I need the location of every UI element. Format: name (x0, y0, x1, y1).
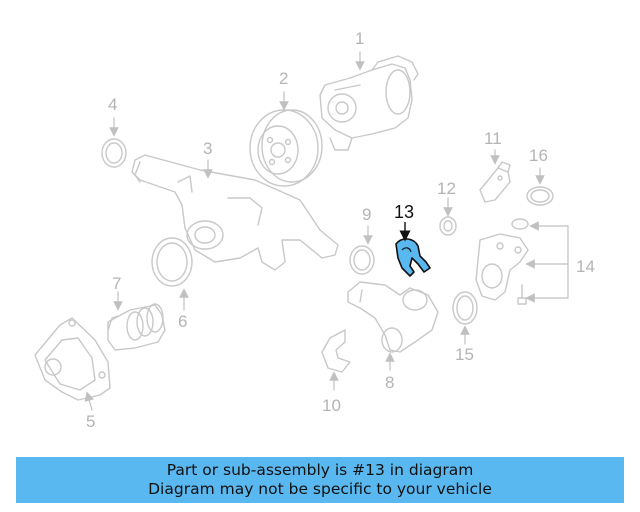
callout-3: 3 (203, 139, 213, 158)
callout-8: 8 (385, 373, 395, 392)
gasket-part-6 (151, 237, 193, 287)
washer-part-12 (439, 216, 457, 236)
clip-part-10 (321, 329, 351, 373)
outlet-part-14 (475, 218, 529, 305)
callout-4: 4 (108, 95, 118, 114)
clip-part-13-highlighted[interactable] (395, 222, 431, 277)
parts-diagram (34, 51, 569, 411)
callout-14: 14 (576, 257, 595, 276)
o-ring-part-4 (101, 138, 127, 168)
callout-7: 7 (112, 274, 122, 293)
connector-part-8 (347, 281, 439, 353)
callout-13[interactable]: 13 (394, 202, 415, 222)
o-ring-part-15 (452, 291, 478, 325)
part-info-banner: Part or sub-assembly is #13 in diagram D… (16, 457, 624, 503)
callout-9: 9 (362, 205, 372, 224)
thermostat-part-7 (107, 303, 166, 351)
callout-10: 10 (322, 396, 341, 415)
sensor-part-11 (479, 161, 511, 203)
banner-line-part: Part or sub-assembly is #13 in diagram (166, 461, 474, 479)
banner-line-disclaimer: Diagram may not be specific to your vehi… (148, 480, 492, 498)
callout-5: 5 (86, 412, 96, 431)
water-pump-part-1 (319, 55, 419, 151)
o-ring-part-9 (349, 245, 375, 275)
flange-part-5 (34, 317, 111, 401)
thermostat-housing-part-3 (131, 154, 339, 271)
callout-6: 6 (178, 312, 188, 331)
callout-12: 12 (437, 179, 456, 198)
callout-11: 11 (484, 129, 502, 148)
callout-1: 1 (355, 29, 365, 48)
pulley-part-2 (249, 109, 323, 187)
callout-15: 15 (455, 345, 474, 364)
callout-2: 2 (279, 69, 289, 88)
o-ring-part-16 (526, 186, 554, 206)
callout-16: 16 (529, 146, 548, 165)
